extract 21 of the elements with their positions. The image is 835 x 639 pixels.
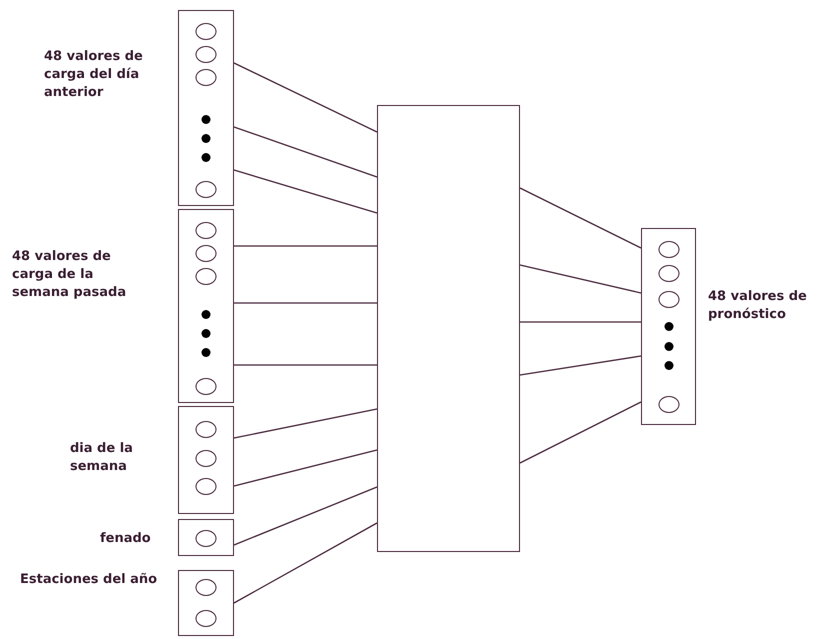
connection-line [520, 401, 642, 464]
connection-line [234, 408, 378, 439]
connection-line [234, 245, 377, 247]
connection-line [520, 264, 642, 294]
connection-line [234, 364, 377, 366]
connection-line [520, 187, 642, 249]
connection-line [234, 486, 378, 546]
layer-label: 48 valores de pronóstico [708, 288, 808, 324]
connection-line [234, 126, 378, 178]
connection-line [520, 355, 642, 376]
layer-label: dia de la semana [70, 440, 134, 476]
connection-line [234, 62, 378, 133]
connection-line [234, 169, 378, 214]
connection-line [520, 321, 641, 323]
connection-line [234, 449, 378, 487]
connection-line [234, 302, 377, 304]
layer-label: 48 valores de carga de la semana pasada [12, 248, 128, 302]
layer-label: fenado [100, 530, 152, 548]
layer-label: 48 valores de carga del día anterior [44, 48, 144, 102]
connection-line [234, 522, 378, 604]
layer-label: Estaciones del año [20, 571, 158, 589]
